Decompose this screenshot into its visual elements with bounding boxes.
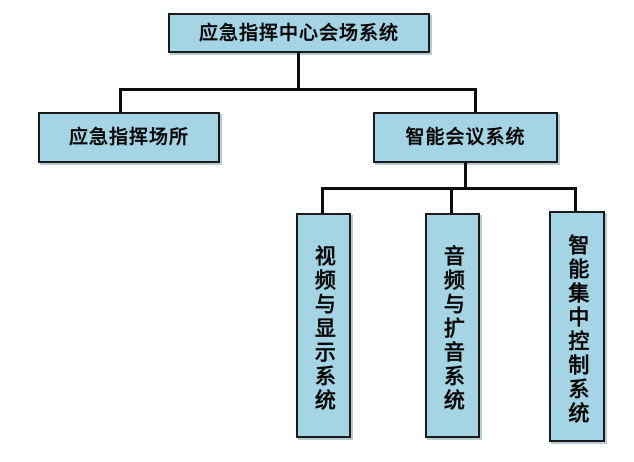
edge-root-stem [297, 53, 300, 89]
edge-drop-video-display [321, 187, 324, 214]
node-central-control-label: 智能集中控制系统 [565, 233, 590, 426]
edge-drop-audio-amplify [450, 187, 453, 214]
node-site-label: 应急指挥场所 [68, 126, 189, 149]
edge-drop-smart-meeting [474, 88, 477, 113]
node-smart-meeting-label: 智能会议系统 [405, 126, 526, 149]
node-video-display-label: 视频与显示系统 [312, 244, 337, 413]
node-site[interactable]: 应急指挥场所 [38, 112, 220, 163]
node-audio-amplify[interactable]: 音频与扩音系统 [425, 213, 480, 438]
edge-level2-bus [119, 88, 477, 91]
node-audio-amplify-label: 音频与扩音系统 [441, 244, 466, 413]
edge-drop-site [119, 88, 122, 113]
node-root[interactable]: 应急指挥中心会场系统 [168, 13, 430, 53]
node-video-display[interactable]: 视频与显示系统 [296, 213, 351, 438]
edge-level3-bus [321, 187, 576, 190]
edge-drop-central-control [574, 187, 577, 212]
node-central-control[interactable]: 智能集中控制系统 [549, 211, 605, 442]
node-smart-meeting[interactable]: 智能会议系统 [373, 112, 558, 163]
node-root-label: 应急指挥中心会场系统 [198, 21, 399, 44]
edge-smart-meeting-stem [464, 163, 467, 188]
